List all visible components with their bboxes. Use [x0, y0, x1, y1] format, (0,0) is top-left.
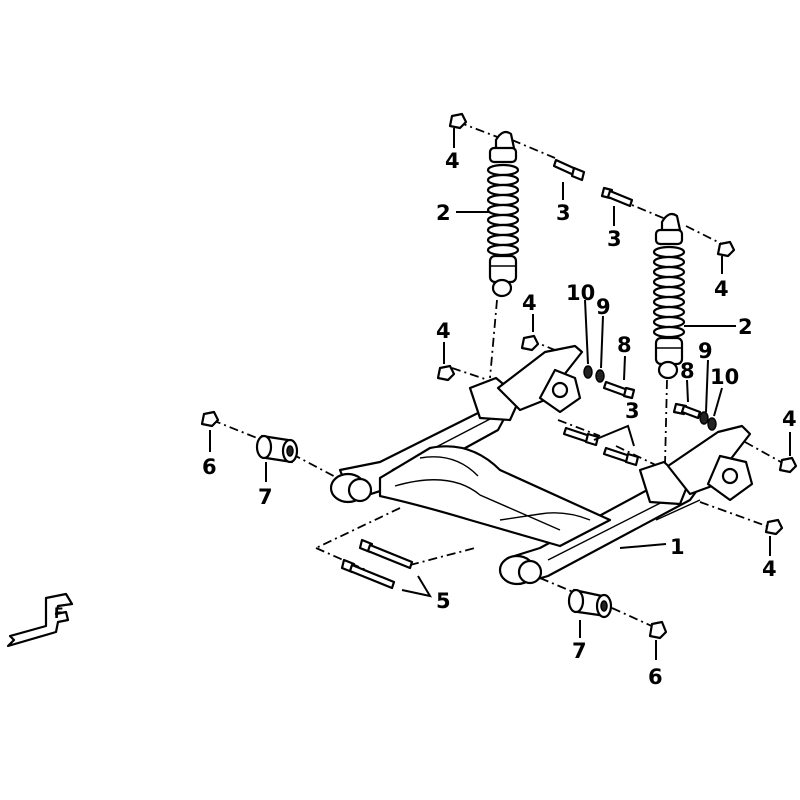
callout-4-top-left: 4: [445, 149, 460, 173]
callout-4-right-lower: 4: [762, 557, 777, 581]
bolts: [340, 158, 717, 590]
callout-4-mid: 4: [522, 291, 537, 315]
callout-labels: 1 2 2 3 3 3 4 4 4 4 4 4 5 6 6 7 7 8 8 9 …: [54, 149, 797, 689]
callout-3-top-left: 3: [556, 201, 571, 225]
callout-7-left: 7: [258, 485, 273, 509]
callout-3-lower: 3: [625, 399, 640, 423]
callout-8-right: 8: [680, 359, 695, 383]
callout-1: 1: [670, 535, 685, 559]
callout-8-left: 8: [617, 333, 632, 357]
front-direction-marker-icon: [6, 592, 74, 648]
callout-10-right: 10: [710, 365, 739, 389]
callout-3-top-right: 3: [607, 227, 622, 251]
callout-9-left: 9: [596, 295, 611, 319]
callout-4-left: 4: [436, 319, 451, 343]
callout-9-right: 9: [698, 339, 713, 363]
shock-absorber-left: [486, 130, 520, 298]
callout-2-left: 2: [436, 201, 451, 225]
callout-6-left: 6: [202, 455, 217, 479]
bushings: [255, 434, 613, 619]
alignment-lines: [211, 121, 789, 629]
callout-5: 5: [436, 589, 451, 613]
callout-6-right: 6: [648, 665, 663, 689]
callout-2-right: 2: [738, 315, 753, 339]
shock-absorber-right: [652, 212, 686, 380]
callout-4-right-upper: 4: [782, 407, 797, 431]
callout-4-top-right: 4: [714, 277, 729, 301]
front-marker-letter: F: [54, 606, 64, 622]
callout-10-left: 10: [566, 281, 595, 305]
swingarm-frame: [329, 344, 754, 586]
leader-lines: [209, 128, 791, 660]
nuts: [200, 112, 798, 640]
callout-7-right: 7: [572, 639, 587, 663]
